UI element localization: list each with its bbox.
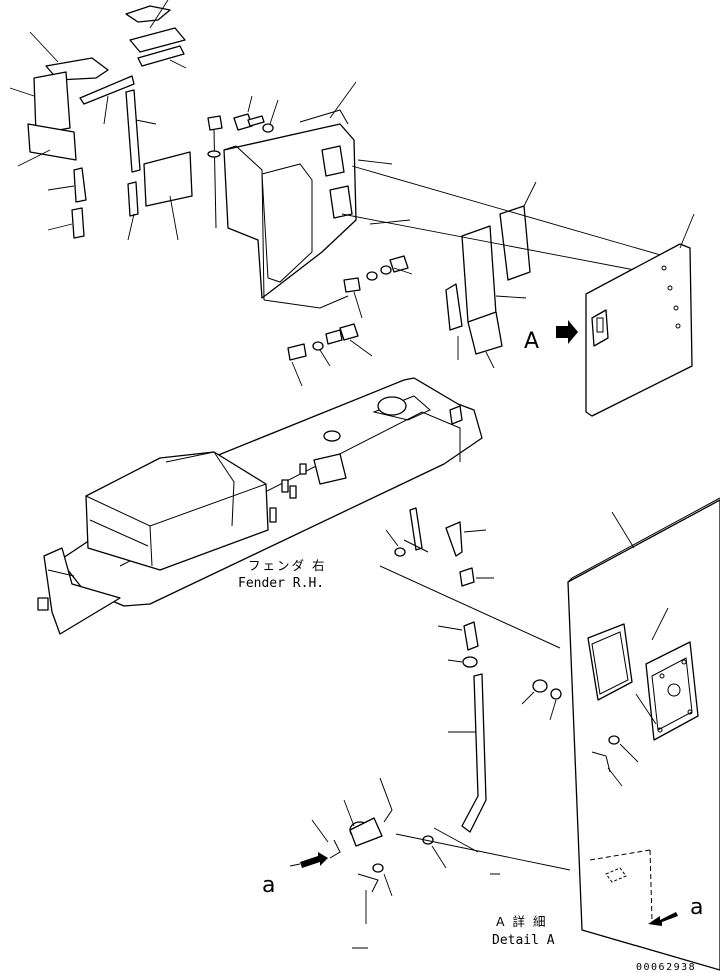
drawing-code: 00062938 [636,962,696,973]
fender-label-en: Fender R.H. [238,576,324,591]
battery-box [37,451,269,635]
view-a-label: A [524,329,539,354]
fender-label-jp: フェンダ 右 [248,558,326,573]
detail-a-label-jp: A 詳 細 [496,914,548,929]
pad-stack-left [9,0,193,241]
small-a-right: a [690,895,703,920]
bolts-washers [207,95,413,387]
latch-assembly: a [262,777,571,949]
detail-a-label-en: Detail A [492,933,555,948]
pad-stack-right [445,181,537,369]
lock-lever-parts [379,507,561,833]
door-detail-a: a [521,497,720,971]
small-a-left: a [262,873,275,898]
fender-cover-panel [223,81,411,309]
door-view-a: A [524,213,695,417]
